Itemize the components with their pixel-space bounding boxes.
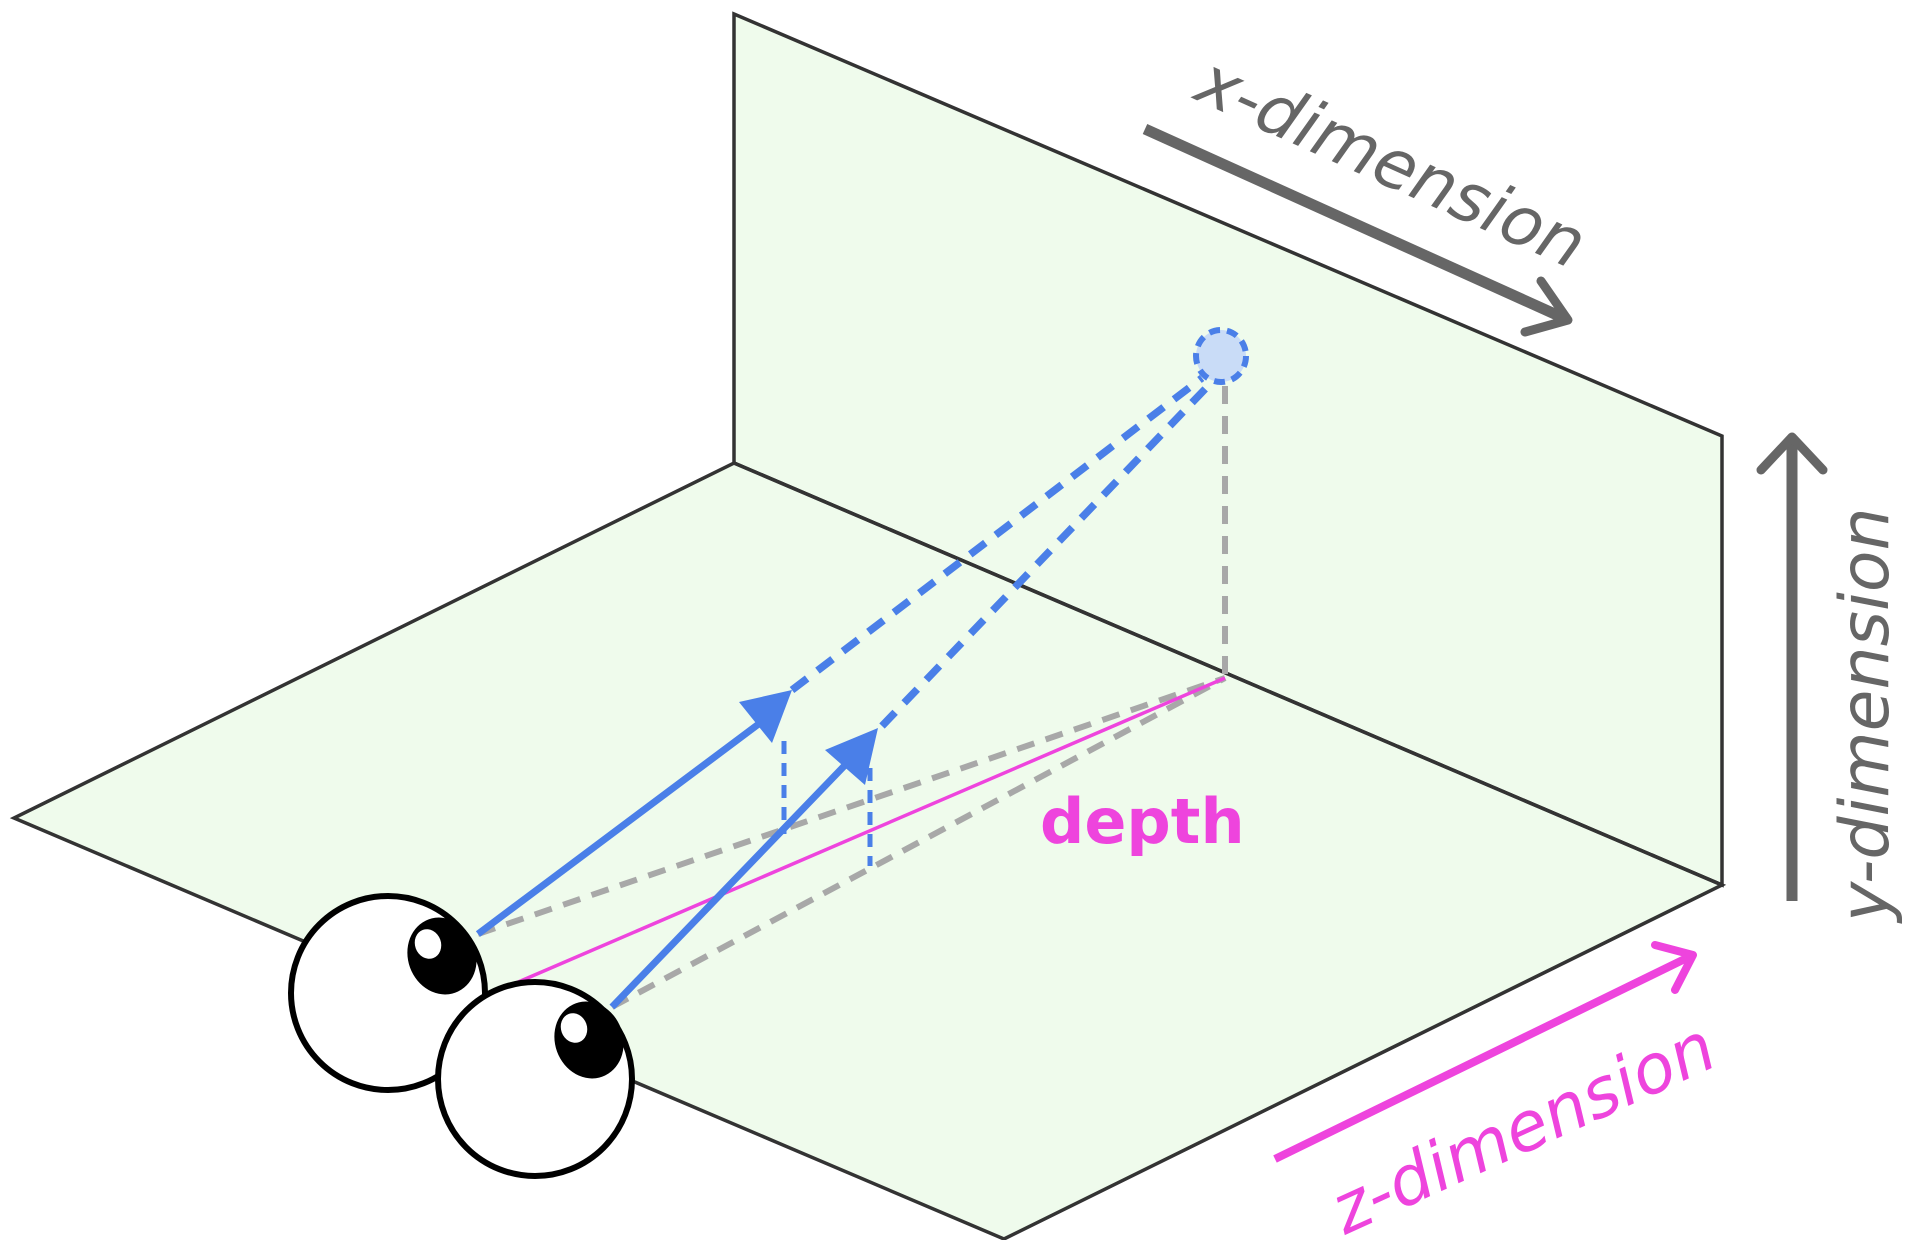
right-eye [435, 979, 635, 1179]
z-axis-arrow [1273, 941, 1697, 1163]
depth-label: depth [1040, 785, 1245, 858]
left-sight-line-dashed [789, 375, 1205, 693]
left-eye [288, 893, 488, 1093]
x-axis-arrow [1142, 123, 1573, 337]
eye-icon [288, 893, 635, 1179]
y-axis-arrow [1756, 432, 1828, 901]
right-sight-line-dashed [879, 383, 1211, 729]
left-sight-arrow [475, 690, 792, 937]
right-sight-arrow [609, 728, 878, 1010]
y-axis-label: y-dimension [1826, 507, 1905, 924]
target-point-icon [1193, 327, 1249, 385]
depth-line [501, 676, 1226, 991]
eye-right-floor-projection [610, 675, 1227, 1010]
eye-left-floor-projection [477, 675, 1226, 937]
